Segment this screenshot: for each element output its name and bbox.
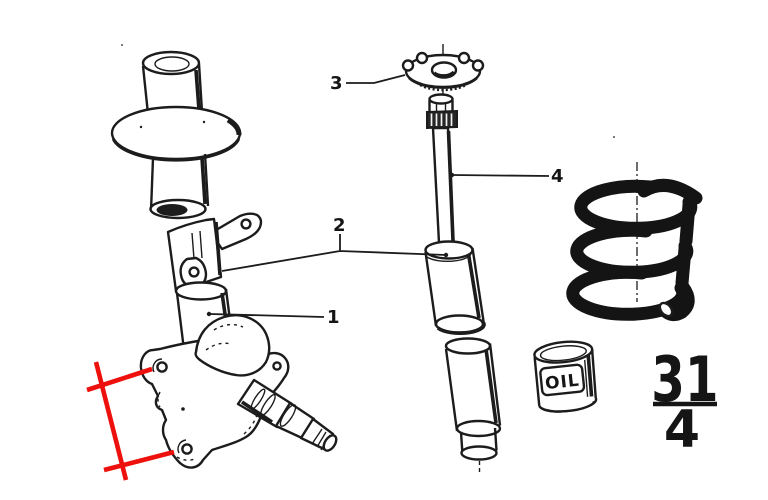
callout-3: 3 bbox=[330, 73, 406, 94]
steering-knuckle bbox=[139, 314, 338, 469]
section-number: 31 4 bbox=[651, 344, 718, 460]
coil-spring-drawing bbox=[566, 178, 703, 322]
callout-1: 1 bbox=[206, 307, 340, 328]
red-line-bottom bbox=[103, 449, 175, 473]
callout-3-label: 3 bbox=[330, 73, 343, 94]
shock-absorber-insert bbox=[424, 93, 502, 472]
callout-1-label: 1 bbox=[327, 307, 340, 328]
red-line-vertical bbox=[93, 361, 129, 481]
callout-4: 4 bbox=[449, 166, 564, 187]
scan-speckles bbox=[121, 44, 615, 138]
callout-4-label: 4 bbox=[551, 166, 564, 187]
spring-end-face bbox=[658, 301, 674, 318]
strut-spring-seat-flange bbox=[110, 105, 242, 162]
red-annotation-lines bbox=[86, 361, 175, 481]
clamp-bracket bbox=[166, 212, 263, 293]
strut-upper-tube bbox=[141, 50, 204, 115]
callout-2: 2 bbox=[221, 215, 449, 272]
oil-can-label: OIL bbox=[544, 371, 581, 395]
strut-support-bearing bbox=[401, 44, 485, 97]
section-denominator: 4 bbox=[664, 400, 700, 460]
red-line-top bbox=[86, 366, 153, 393]
strut-mid-tube bbox=[149, 153, 210, 220]
oil-can-drawing: OIL bbox=[533, 340, 598, 413]
callout-2-label: 2 bbox=[333, 215, 346, 236]
